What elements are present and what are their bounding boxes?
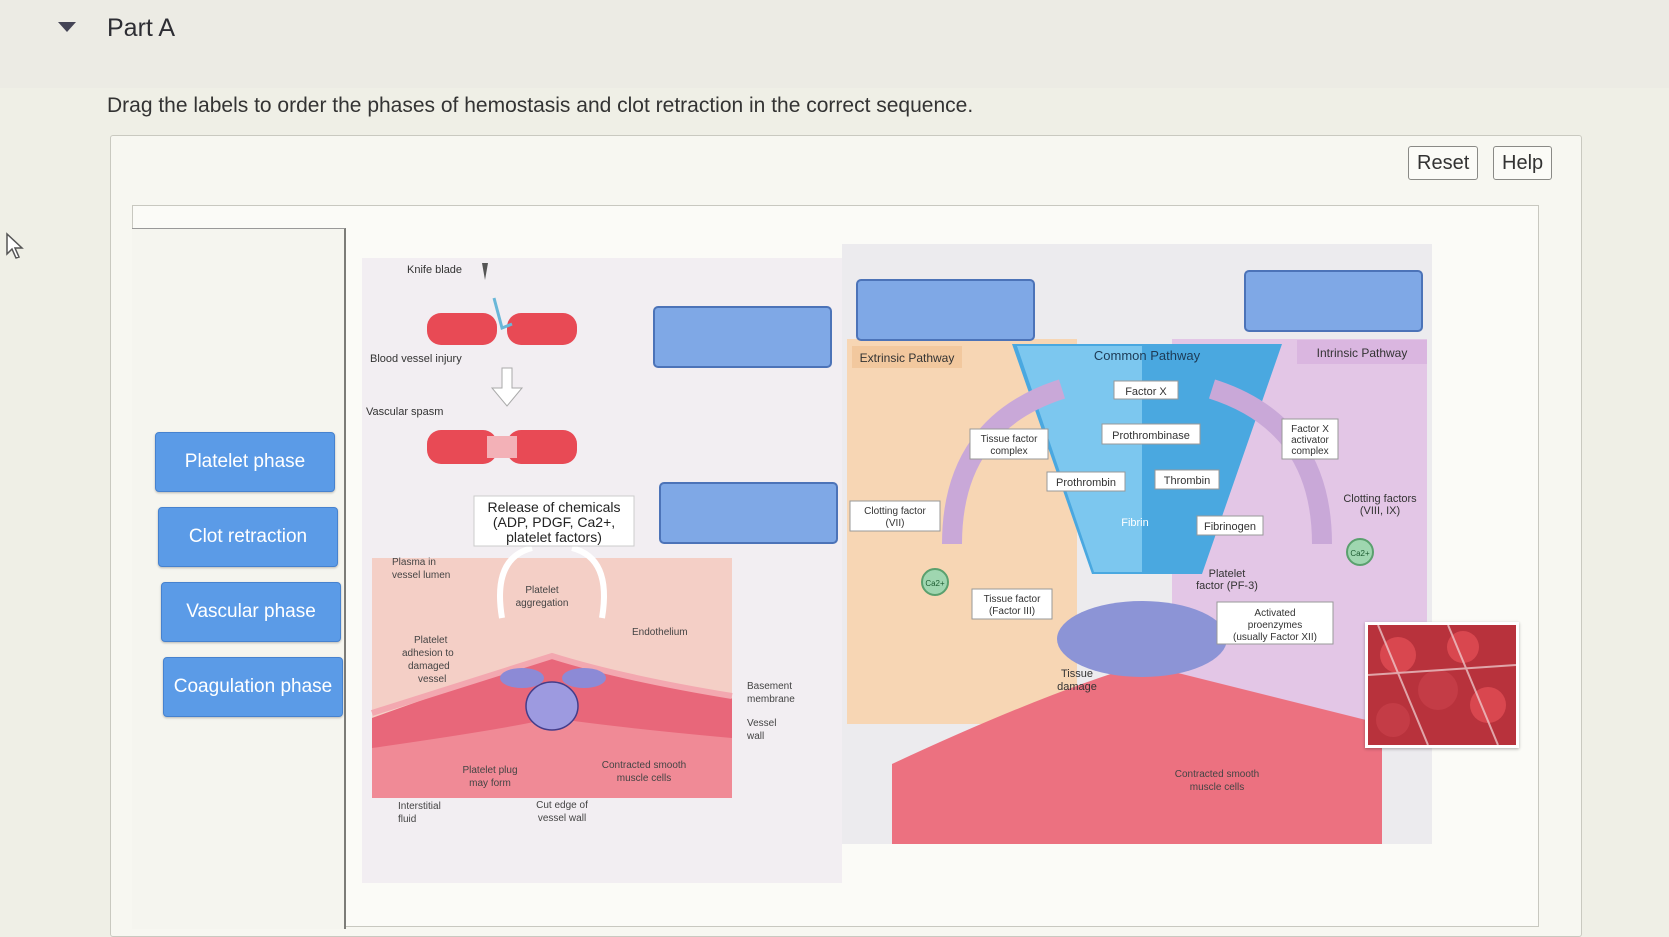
mouse-cursor-icon (4, 232, 30, 267)
smooth-right-line-1: Contracted smooth (1175, 769, 1260, 780)
knife-blade-label: Knife blade (407, 264, 462, 276)
adhesion-line-2: adhesion to (402, 648, 454, 659)
drop-target-3[interactable] (856, 279, 1035, 341)
tissue-factor-iii-line-2: (Factor III) (989, 606, 1035, 617)
drop-target-1[interactable] (653, 306, 832, 368)
thrombin-label: Thrombin (1164, 475, 1210, 487)
factor-x-activator-line-2: activator (1291, 435, 1329, 446)
extrinsic-pathway-label: Extrinsic Pathway (860, 351, 955, 365)
fibrinogen-label: Fibrinogen (1204, 521, 1256, 533)
label-bank (132, 228, 346, 929)
factor-x-label: Factor X (1125, 386, 1167, 398)
prothrombinase-label: Prothrombinase (1112, 430, 1190, 442)
interstitial-line-1: Interstitial (398, 801, 441, 812)
part-header-band (0, 0, 1669, 88)
platelet-factor-line-1: Platelet (1209, 568, 1246, 580)
common-pathway-label: Common Pathway (1094, 348, 1201, 363)
vessel-wall-line-2: wall (746, 731, 764, 742)
smooth-line-2: muscle cells (617, 773, 671, 784)
label-platelet-phase[interactable]: Platelet phase (155, 432, 335, 492)
ca-ion-intrinsic-label: Ca2+ (1350, 549, 1370, 558)
tissue-damage-line-1: Tissue (1061, 668, 1093, 680)
smooth-right-line-2: muscle cells (1190, 782, 1244, 793)
release-line-3: platelet factors) (506, 529, 602, 545)
drop-target-2[interactable] (659, 482, 838, 544)
adhesion-line-4: vessel (418, 674, 446, 685)
figure-vascular-platelet: Knife blade Blood vessel injury Vascular… (362, 258, 842, 883)
cut-line-1: Cut edge of (536, 800, 588, 811)
clotting-factor-vii-line-2: (VII) (886, 518, 905, 529)
help-button[interactable]: Help (1493, 146, 1553, 180)
adhesion-line-3: damaged (408, 661, 450, 672)
figure-coagulation-pathways: Extrinsic Pathway Common Pathway Intrins… (842, 244, 1432, 844)
smooth-line-1: Contracted smooth (602, 760, 687, 771)
part-title: Part A (107, 14, 176, 42)
label-vascular-phase[interactable]: Vascular phase (161, 582, 341, 642)
adhesion-line-1: Platelet (414, 635, 448, 646)
ca-ion-extrinsic-label: Ca2+ (925, 579, 945, 588)
endothelium-label: Endothelium (632, 627, 688, 638)
clotting-factor-vii-line-1: Clotting factor (864, 506, 926, 517)
clotting-factors-intr-line-2: (VIII, IX) (1360, 505, 1400, 517)
reset-button[interactable]: Reset (1408, 146, 1479, 180)
collapse-caret-icon[interactable] (58, 22, 76, 32)
basement-line-2: membrane (747, 694, 795, 705)
activated-line-1: Activated (1254, 608, 1295, 619)
plug-line-2: may form (469, 778, 511, 789)
intrinsic-pathway-label: Intrinsic Pathway (1317, 346, 1408, 360)
tissue-damage-line-2: damage (1057, 681, 1097, 693)
release-line-2: (ADP, PDGF, Ca2+, (493, 514, 615, 530)
factor-x-activator-line-1: Factor X (1291, 424, 1329, 435)
release-line-1: Release of chemicals (487, 499, 620, 515)
vascular-spasm-label: Vascular spasm (366, 406, 443, 418)
clot-micrograph-image (1365, 622, 1519, 748)
vessel-wall-line-1: Vessel (747, 718, 776, 729)
platelet-factor-line-2: factor (PF-3) (1196, 580, 1258, 592)
interstitial-line-2: fluid (398, 814, 416, 825)
blood-vessel-injury-label: Blood vessel injury (370, 353, 462, 365)
basement-line-1: Basement (747, 681, 792, 692)
activated-line-3: (usually Factor XII) (1233, 632, 1317, 643)
tissue-factor-complex-line-1: Tissue factor (981, 434, 1039, 445)
prothrombin-label: Prothrombin (1056, 477, 1116, 489)
activated-line-2: proenzymes (1248, 620, 1302, 631)
plasma-line-2: vessel lumen (392, 570, 450, 581)
label-clot-retraction[interactable]: Clot retraction (158, 507, 338, 567)
fibrin-label: Fibrin (1121, 517, 1149, 529)
plug-line-1: Platelet plug (462, 765, 517, 776)
platelet-aggregation-line-1: Platelet (525, 585, 559, 596)
cut-line-2: vessel wall (538, 813, 586, 824)
tissue-factor-complex-line-2: complex (990, 446, 1027, 457)
plasma-line-1: Plasma in (392, 557, 436, 568)
platelet-aggregation-line-2: aggregation (516, 598, 569, 609)
instructions-text: Drag the labels to order the phases of h… (107, 94, 974, 117)
drop-target-4[interactable] (1244, 270, 1423, 332)
tissue-factor-iii-line-1: Tissue factor (984, 594, 1042, 605)
label-coagulation-phase[interactable]: Coagulation phase (163, 657, 343, 717)
clotting-factors-intr-line-1: Clotting factors (1343, 493, 1417, 505)
factor-x-activator-line-3: complex (1291, 446, 1328, 457)
